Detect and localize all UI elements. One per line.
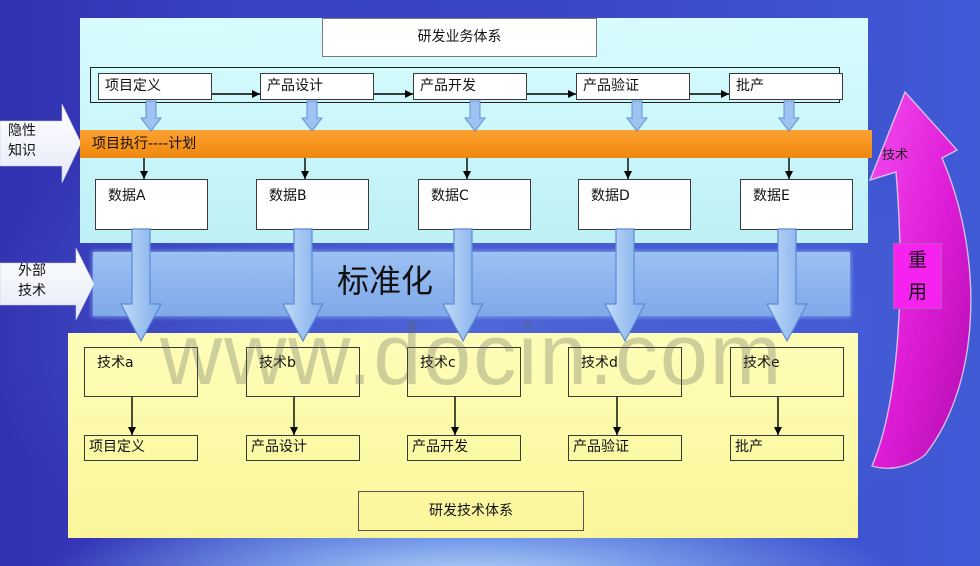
reuse-loop-label: 技术 xyxy=(882,148,909,163)
business-stage-product-verification: 产品验证 xyxy=(576,73,690,100)
external-technology-label-line: 外部 xyxy=(18,263,46,279)
tech-stage-project-definition: 项目定义 xyxy=(84,435,198,461)
standardization-band xyxy=(93,252,850,316)
data-box-d: 数据D xyxy=(578,179,691,230)
technology-system-title: 研发技术体系 xyxy=(358,491,584,531)
standardization-label: 标准化 xyxy=(337,262,434,300)
technology-box-a: 技术a xyxy=(84,347,198,397)
data-box-b: 数据B xyxy=(256,179,369,230)
data-box-a: 数据A xyxy=(95,179,208,230)
tech-stage-product-design: 产品设计 xyxy=(246,435,360,461)
data-box-e: 数据E xyxy=(740,179,853,230)
technology-box-d: 技术d xyxy=(568,347,682,397)
external-technology-label: 外部 技术 xyxy=(18,261,46,301)
technology-box-b: 技术b xyxy=(246,347,360,397)
business-system-title: 研发业务体系 xyxy=(322,18,597,57)
tacit-knowledge-label-line: 隐性 xyxy=(8,123,36,139)
reuse-badge: 重 用 xyxy=(893,243,942,309)
business-stage-product-design: 产品设计 xyxy=(260,73,374,100)
business-stage-product-development: 产品开发 xyxy=(413,73,527,100)
tech-stage-product-development: 产品开发 xyxy=(407,435,521,461)
tech-stage-product-verification: 产品验证 xyxy=(568,435,682,461)
reuse-badge-char: 重 xyxy=(907,249,927,271)
external-technology-input-arrow xyxy=(0,247,95,321)
technology-box-e: 技术e xyxy=(730,347,844,397)
business-stage-mass-production: 批产 xyxy=(729,73,843,100)
reuse-badge-char: 用 xyxy=(907,281,927,303)
execution-plan-bar: 项目执行----计划 xyxy=(80,130,872,158)
tech-stage-mass-production: 批产 xyxy=(730,435,844,461)
technology-box-c: 技术c xyxy=(407,347,521,397)
tacit-knowledge-label: 隐性 知识 xyxy=(8,121,36,161)
external-technology-label-line: 技术 xyxy=(18,283,46,299)
business-stage-project-definition: 项目定义 xyxy=(98,73,212,100)
tacit-knowledge-label-line: 知识 xyxy=(8,143,36,159)
data-box-c: 数据C xyxy=(418,179,531,230)
